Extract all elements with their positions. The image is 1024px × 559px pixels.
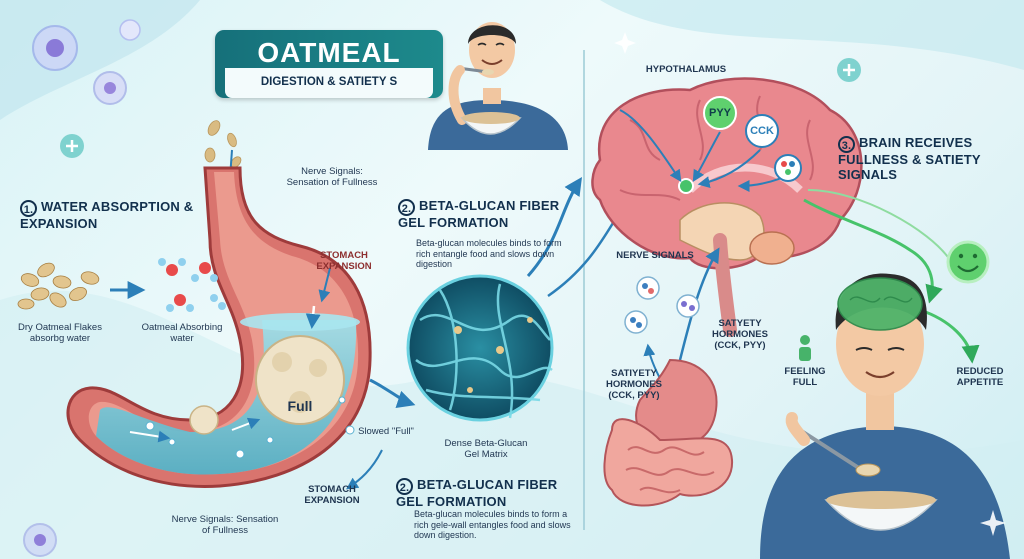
green-signal-path (919, 308, 980, 364)
subtitle-bar: DIGESTION & SATIETY S (225, 68, 433, 98)
receptor-node (774, 154, 802, 182)
gel-matrix-label: Dense Beta-Glucan Gel Matrix (444, 438, 528, 461)
man-eating-illustration (428, 22, 568, 150)
hypothalamus-label: HYPOTHALAMUS (645, 64, 727, 75)
oatmeal-absorbing-label: Oatmeal Absorbing water (141, 322, 223, 345)
stomach-expansion-outer-label: STOMACH EXPANSION (304, 484, 360, 507)
step1-header: 1.WATER ABSORPTION & EXPANSION (20, 199, 200, 232)
step3-header: 3.BRAIN RECEIVES FULLNESS & SATIETY SIGN… (838, 135, 1010, 183)
hormone-bubbles (624, 276, 700, 334)
step1-title: WATER ABSORPTION & EXPANSION (20, 199, 194, 231)
background-wave (600, 0, 1024, 70)
step3-number: 3. (838, 136, 855, 153)
page-subtitle: DIGESTION & SATIETY S (260, 76, 398, 88)
step2-bottom-header: 2.BETA-GLUCAN FIBER GEL FORMATION (396, 477, 566, 510)
page-title: OATMEAL (257, 37, 401, 68)
step2-top-header: 2.BETA-GLUCAN FIBER GEL FORMATION (398, 198, 568, 231)
expanded-oatmeal-ball (189, 335, 345, 435)
smiley-icon (946, 240, 990, 284)
gel-matrix-illustration (406, 274, 554, 422)
step2-bottom-description: Beta-glucan molecules binds to form a ri… (414, 509, 571, 541)
digestive-tract-illustration (603, 358, 734, 507)
satyety-hormones-label: SATYETY HORMONES (CCK, PYY) (712, 318, 768, 352)
nerve-signals-top-label: Nerve Signals: Sensation of Fullness (286, 166, 378, 189)
dry-oatmeal-label: Dry Oatmeal Flakes absorbg water (18, 322, 102, 345)
background-wave (0, 290, 1024, 559)
step2-top-number: 2. (398, 199, 415, 216)
water-molecules (158, 258, 226, 312)
green-signal-path (803, 198, 943, 304)
satiyety-hormones-label: SATIYETY HORMONES (CCK, PYY) (606, 368, 662, 402)
feeling-full-label: FEELING FULL (784, 366, 826, 389)
falling-oat-flakes (204, 120, 242, 168)
water-bubbles (145, 396, 355, 459)
nerve-signals-bottom-label: Nerve Signals: Sensation of Fullness (171, 514, 279, 537)
slowed-label: Slowed "Full" (358, 426, 414, 437)
green-signal-path (807, 189, 951, 261)
person-icon (799, 335, 811, 361)
nerve-signals-label: NERVE SIGNALS (616, 250, 694, 261)
reduced-appetite-label: REDUCED APPETITE (956, 366, 1004, 389)
full-label: Full (287, 398, 313, 414)
title-box: OATMEAL DIGESTION & SATIETY S (215, 30, 443, 98)
stomach-expansion-inner-label: STOMACH EXPANSION (316, 250, 372, 273)
step2-top-description: Beta-glucan molecules binds to form rich… (416, 238, 562, 270)
background-wave (0, 0, 200, 120)
cck-hormone-chip: CCK (745, 114, 779, 148)
brain-illustration (591, 77, 863, 337)
pyy-hormone-chip: PYY (703, 96, 737, 130)
step3-title: BRAIN RECEIVES FULLNESS & SATIETY SIGNAL… (838, 135, 981, 182)
step2-bottom-title: BETA-GLUCAN FIBER GEL FORMATION (396, 477, 558, 509)
step2-bottom-number: 2. (396, 478, 413, 495)
step1-number: 1. (20, 200, 37, 217)
step2-top-title: BETA-GLUCAN FIBER GEL FORMATION (398, 198, 560, 230)
sparkle-decorations (614, 32, 1006, 536)
decorative-cells (23, 19, 141, 557)
satisfied-man-illustration (760, 273, 1010, 559)
dry-oatmeal-pile (17, 262, 100, 310)
